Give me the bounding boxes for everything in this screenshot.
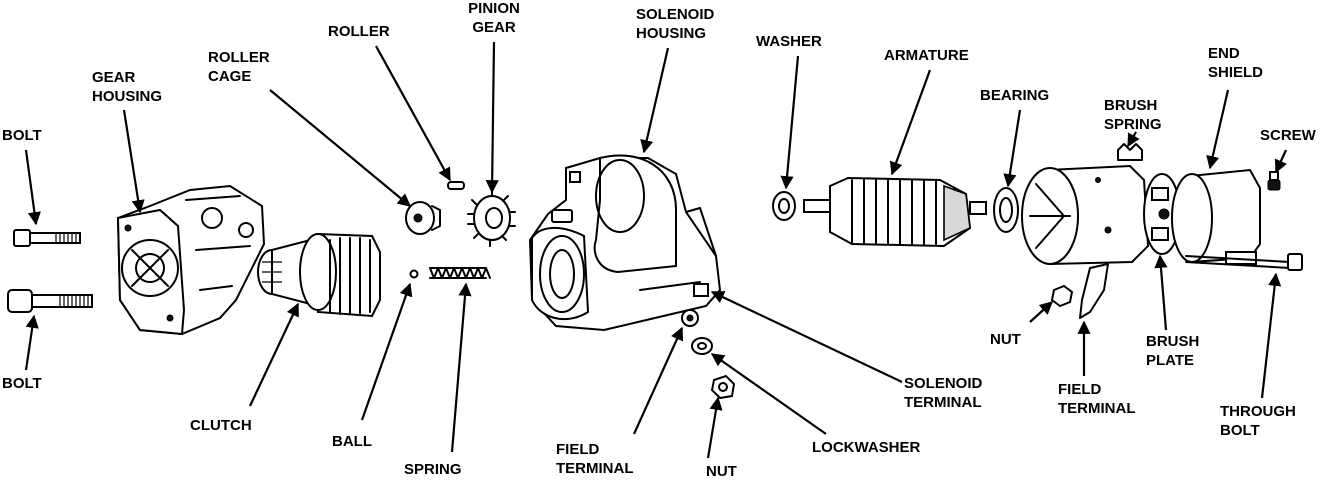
- leader-lines: [24, 41, 1288, 459]
- bearing-part: [993, 187, 1019, 233]
- label-through-bolt: THROUGH BOLT: [1220, 403, 1296, 439]
- leader-screw: [1274, 149, 1288, 174]
- label-lockwasher: LOCKWASHER: [812, 439, 921, 456]
- pinion-gear-part: [467, 189, 516, 247]
- leader-bolt-bottom: [24, 314, 39, 371]
- brush-spring-part: [1117, 143, 1143, 161]
- leader-brush-plate: [1154, 254, 1168, 331]
- ball-part: [409, 269, 419, 279]
- spring-part: [429, 267, 491, 279]
- leader-ball: [360, 282, 413, 421]
- label-clutch: CLUTCH: [190, 417, 252, 434]
- leader-washer: [780, 55, 800, 190]
- label-field-terminal-right: FIELD TERMINAL: [1058, 381, 1136, 417]
- nut-left-part: [710, 374, 736, 400]
- label-brush-plate: BRUSH PLATE: [1146, 333, 1200, 369]
- leader-bolt-top: [24, 149, 41, 226]
- leader-roller: [375, 45, 451, 182]
- label-bolt-bottom: BOLT: [2, 375, 42, 392]
- armature-part: [803, 176, 987, 248]
- end-shield-part: [1171, 168, 1261, 265]
- bolt-top-part: [13, 229, 81, 247]
- clutch-part: [257, 232, 381, 318]
- roller-cage-part: [405, 201, 441, 235]
- through-bolt-part: [1185, 253, 1303, 271]
- label-bearing: BEARING: [980, 87, 1050, 104]
- leader-armature: [889, 69, 932, 176]
- leader-nut-left: [706, 396, 723, 459]
- label-solenoid-housing: SOLENOID HOUSING: [636, 6, 715, 42]
- label-roller-cage: ROLLER CAGE: [208, 49, 270, 85]
- leader-pinion-gear: [485, 41, 499, 194]
- label-spring: SPRING: [404, 461, 462, 478]
- bolt-bottom-part: [7, 289, 93, 313]
- lockwasher-part: [691, 337, 713, 355]
- leader-brush-spring: [1127, 131, 1140, 148]
- field-frame-part: [1021, 164, 1150, 266]
- label-armature: ARMATURE: [884, 47, 969, 64]
- leader-gear-housing: [122, 109, 145, 214]
- leader-through-bolt: [1260, 272, 1282, 399]
- screw-part: [1267, 171, 1281, 191]
- leader-clutch: [249, 302, 299, 407]
- leader-roller-cage: [269, 89, 412, 207]
- label-pinion-gear: PINION GEAR: [468, 0, 520, 36]
- solenoid-housing-part: [528, 154, 722, 332]
- leader-solenoid-terminal: [710, 291, 903, 383]
- label-bolt-top: BOLT: [2, 127, 42, 144]
- label-nut-left: NUT: [706, 463, 737, 480]
- label-roller: ROLLER: [328, 23, 390, 40]
- label-field-terminal-left: FIELD TERMINAL: [556, 441, 634, 477]
- nut-right-part: [1050, 284, 1074, 308]
- field-terminal-right-part: [1079, 263, 1109, 319]
- label-screw: SCREW: [1260, 127, 1316, 144]
- label-nut-right: NUT: [990, 331, 1021, 348]
- label-ball: BALL: [332, 433, 372, 450]
- leader-field-terminal-left: [632, 326, 684, 435]
- leader-end-shield: [1206, 89, 1230, 170]
- label-brush-spring: BRUSH SPRING: [1104, 97, 1162, 133]
- gear-housing-part: [116, 184, 266, 336]
- label-gear-housing: GEAR HOUSING: [92, 69, 163, 105]
- label-end-shield: END SHIELD: [1208, 45, 1264, 81]
- leader-solenoid-housing: [640, 47, 670, 154]
- washer-part: [772, 191, 796, 221]
- leader-lockwasher: [710, 353, 827, 435]
- leader-bearing: [1003, 109, 1022, 188]
- leader-nut-right: [1029, 301, 1053, 323]
- label-washer: WASHER: [756, 33, 822, 50]
- roller-part: [447, 181, 465, 190]
- leader-spring: [450, 282, 472, 453]
- label-solenoid-terminal: SOLENOID TERMINAL: [904, 375, 983, 411]
